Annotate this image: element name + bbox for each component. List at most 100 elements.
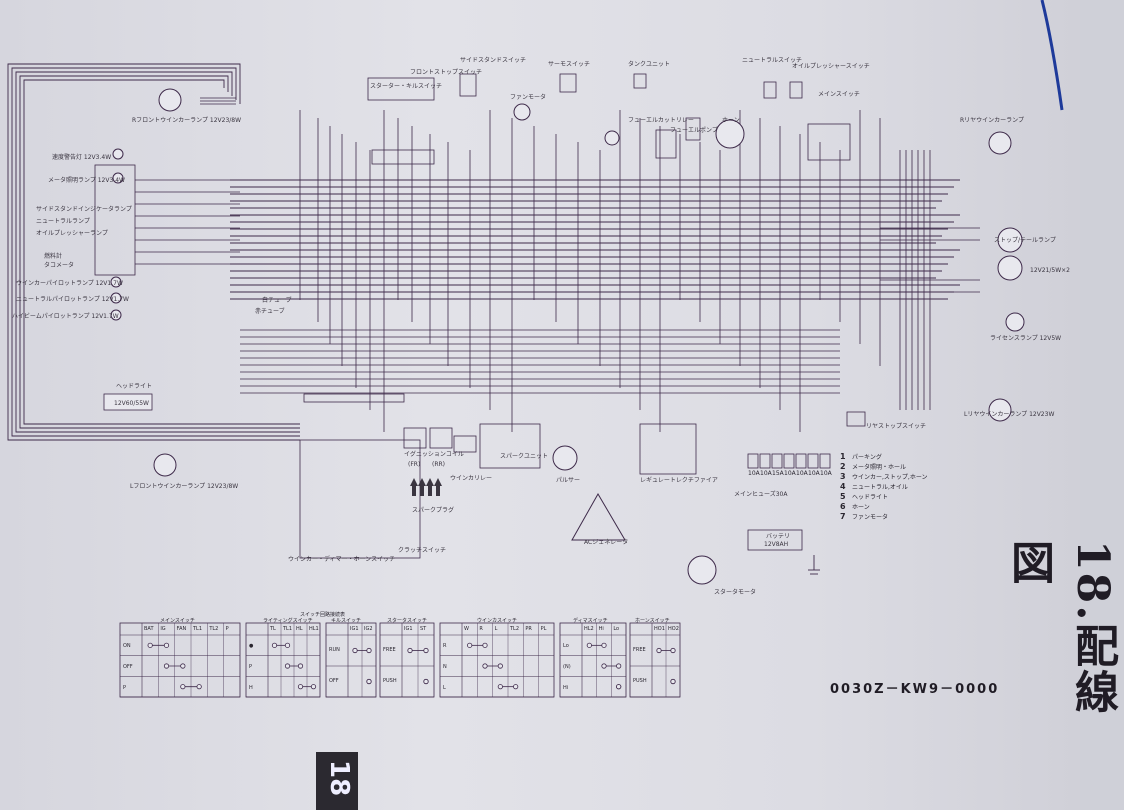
switch-table-row: H [249,684,253,691]
tank-unit-box [633,73,647,89]
contact [284,642,291,648]
label-red-tube: 赤チューブ [255,308,285,315]
l-front-winker-bulb [153,453,177,477]
label-tachometer: タコメータ [44,262,75,269]
switch-table-row: PUSH [383,678,397,685]
switch-table-col: L [494,626,498,632]
contact [616,663,622,669]
contact [180,684,186,690]
contact [670,678,676,685]
ignition-coil-rr [429,427,453,449]
fuse [819,453,831,469]
switch-table-row: Hi [563,684,569,691]
wire [15,71,300,433]
page-tab: 18 [316,752,358,810]
label-front-stop-switch: フロントストップスイッチ [410,69,483,76]
label-starter-motor: スタータモータ [714,589,757,596]
starter-switch-box [367,77,435,101]
switch-table-title: ウインカスイッチ [477,618,518,624]
label-stop-tail-rating: 12V21/5W×2 [1030,267,1070,274]
spark-plug-arrow [426,478,434,496]
switch-table-col: FAN [176,626,187,632]
switch-table-col: ST [420,626,427,632]
contact [163,642,170,648]
label-battery: バッテリ [766,533,791,540]
spark-plug-arrow [434,478,442,496]
switch-table-title: キルスイッチ [331,618,362,624]
stop-tail-bulb-2 [997,255,1023,281]
switch-table-col: W [464,626,469,632]
label-winker-dimmer-horn-switch: ウインカー・ディマー・ホーンスイッチ [288,556,396,563]
contact [423,678,429,685]
contact [284,663,291,669]
switch-table-col: TL2 [209,626,219,632]
label-stop-tail: ストップ/テールランプ [994,237,1056,244]
pulser-coil [552,445,578,471]
horn-body [715,119,745,149]
contact [196,684,202,690]
contact [407,647,413,654]
regulator-box [639,423,697,475]
switch-table-col: Lo [613,626,620,632]
label-spark-plug: スパークプラグ [412,507,455,514]
switch-table-title: メインスイッチ [160,618,195,624]
contact [297,663,304,669]
label-l-front-winker: Lフロントウインカーランプ 12V23/8W [130,483,239,490]
label-neutral-indicator: ニュートラルランプ [36,218,90,225]
contact [467,642,473,648]
label-horn: ホーン [722,117,740,124]
switch-table-title: ディマスイッチ [573,618,608,624]
neutral-switch-box [763,81,777,99]
contact [423,647,429,654]
headlight-unit [103,393,153,411]
label-side-stand-indicator: サイドスタンドインジケータランプ [36,206,132,213]
fuse [807,453,819,469]
contact [310,684,317,690]
fuse [747,453,759,469]
starter-motor [687,555,717,585]
fuse-rating: 10A [796,470,808,477]
contact [601,663,607,669]
fuse-rating: 10A [808,470,820,477]
contact [513,684,519,690]
switch-table-main [119,622,241,698]
label-fuel-unit: 燃料計 [44,253,63,260]
label-fuel-pump: フューエルポンプ [670,127,718,134]
switch-table-row: FREE [633,647,646,654]
main-switch-box [807,123,851,161]
chapter-title: 18.配線図 [1003,540,1118,715]
label-fuel-cut-relay: フューエルカットリレー [628,117,694,124]
label-oil-pressure-switch: オイルプレッシャースイッチ [792,63,870,70]
switch-table-col: TL1 [193,626,203,632]
battery-box [747,529,803,551]
fuse [771,453,783,469]
label-rr: (RR) [432,461,446,468]
oil-pressure-switch-box [789,81,803,99]
contact [366,647,372,654]
switch-table-row: RUN [329,647,340,654]
switch-table-row: P [123,684,127,691]
contact [601,642,607,648]
switch-table-row: FREE [383,647,396,654]
indicator-bulb [110,292,122,304]
switch-table-col: Hi [598,626,604,632]
wiring-diagram [7,0,1064,698]
switch-table-col: P [225,626,229,632]
switch-table-col: IG2 [364,626,373,632]
indicator-bulb [112,148,124,160]
label-main-switch: メインスイッチ [818,91,860,98]
switch-table-horn [629,622,681,698]
switch-table-row: OFF [123,663,133,670]
wire [23,79,300,425]
indicator-bulb [110,276,122,288]
switch-table-caption: スイッチ回路接続表 [300,612,346,618]
label-r-front-winker: Rフロントウインカーランプ 12V23/8W [132,117,242,124]
label-winker-pilot: ウインカーパイロットランプ 12V1.7W [16,280,123,287]
label-pulser: パルサー [556,477,581,484]
